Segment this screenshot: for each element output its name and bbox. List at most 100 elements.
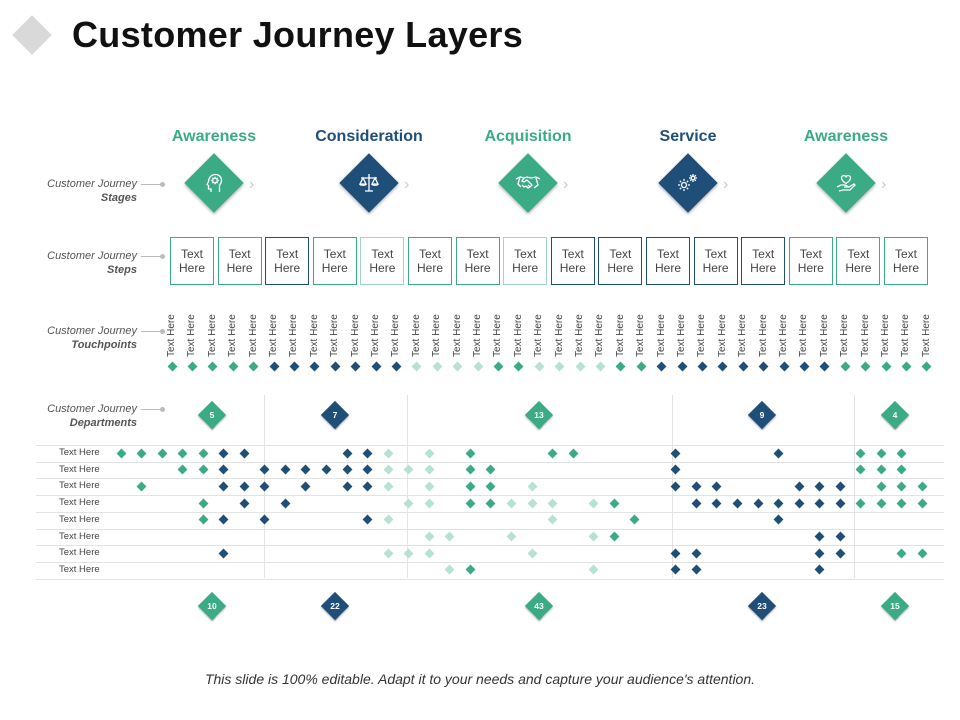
grid-row-line bbox=[36, 511, 944, 513]
touchpoint-label: Text Here bbox=[472, 314, 483, 357]
stage-diamond bbox=[339, 153, 399, 213]
department-marker bbox=[835, 498, 846, 509]
department-marker bbox=[424, 481, 435, 492]
department-marker bbox=[465, 448, 476, 458]
step-text-line1: Text bbox=[371, 247, 394, 261]
department-marker bbox=[568, 448, 579, 458]
department-marker bbox=[383, 548, 394, 559]
department-row-label: Text Here bbox=[59, 463, 100, 475]
touchpoint-label: Text Here bbox=[492, 314, 504, 357]
touchpoint-marker bbox=[167, 361, 177, 372]
row-label-stages: Customer Journey Stages bbox=[20, 177, 137, 205]
touchpoint-label: Text Here bbox=[268, 314, 279, 357]
touchpoint-marker bbox=[493, 361, 504, 372]
touchpoint-marker bbox=[350, 361, 361, 372]
department-marker bbox=[896, 464, 907, 475]
department-marker bbox=[506, 531, 517, 542]
grid-row-line bbox=[36, 478, 944, 480]
department-marker bbox=[300, 464, 311, 475]
stage-name: Consideration bbox=[315, 128, 423, 145]
touchpoint-marker bbox=[819, 361, 830, 372]
department-marker bbox=[691, 498, 702, 509]
touchpoint-marker bbox=[656, 361, 667, 372]
row-label-line1: Customer Journey bbox=[47, 178, 137, 190]
touchpoint-marker bbox=[921, 361, 932, 372]
department-marker bbox=[506, 498, 517, 509]
step-text-line1: Text bbox=[561, 247, 584, 261]
touchpoint-label: Text Here bbox=[757, 314, 769, 357]
touchpoint-label: Text Here bbox=[370, 314, 381, 357]
row-label-departments: Customer Journey Departments bbox=[20, 402, 137, 430]
count-value: 5 bbox=[209, 410, 215, 420]
department-marker bbox=[629, 514, 640, 525]
department-marker bbox=[896, 498, 907, 509]
department-marker bbox=[527, 548, 537, 559]
touchpoint-marker bbox=[432, 361, 443, 372]
grid-row-line bbox=[36, 445, 944, 446]
row-label-touchpoints: Customer Journey Touchpoints bbox=[20, 324, 137, 352]
step-text-line1: Text bbox=[847, 247, 870, 261]
chevron-right-icon: › bbox=[404, 176, 410, 193]
step-text-line1: Text bbox=[466, 247, 489, 261]
touchpoint-label: Text Here bbox=[329, 314, 341, 357]
count-value: 9 bbox=[759, 410, 765, 420]
touchpoint-label: Text Here bbox=[533, 314, 545, 357]
gears-icon bbox=[667, 162, 709, 204]
department-marker bbox=[424, 448, 435, 458]
stage-diamond bbox=[184, 153, 244, 213]
department-marker bbox=[362, 464, 373, 475]
chevron-right-icon: › bbox=[881, 176, 887, 193]
touchpoint-marker bbox=[207, 361, 218, 372]
grid-row-line bbox=[36, 578, 944, 580]
touchpoint-marker bbox=[473, 361, 483, 372]
department-marker bbox=[896, 481, 907, 492]
department-marker bbox=[177, 464, 188, 475]
touchpoint-label: Text Here bbox=[737, 314, 749, 357]
step-text-line2: Here bbox=[750, 261, 777, 275]
touchpoint-label: Text Here bbox=[818, 314, 830, 357]
step-text-line2: Here bbox=[797, 261, 824, 275]
department-marker bbox=[280, 464, 291, 475]
department-marker bbox=[588, 498, 599, 509]
touchpoint-label: Text Here bbox=[553, 314, 565, 357]
touchpoint-label: Text Here bbox=[920, 314, 932, 357]
connector-dot bbox=[141, 329, 165, 334]
row-label-line1: Customer Journey bbox=[47, 403, 137, 415]
count-badge: 4 bbox=[880, 400, 910, 430]
department-marker bbox=[444, 564, 455, 575]
stage-name: Acquisition bbox=[484, 128, 572, 145]
step-text-line1: Text bbox=[799, 247, 822, 261]
touchpoint-label: Text Here bbox=[635, 314, 647, 357]
count-badge: 15 bbox=[880, 591, 910, 621]
count-value: 10 bbox=[207, 601, 217, 611]
department-marker bbox=[321, 464, 332, 475]
department-row-label: Text Here bbox=[59, 447, 100, 458]
count-badge: 22 bbox=[320, 591, 350, 621]
department-marker bbox=[342, 448, 352, 458]
department-marker bbox=[239, 448, 250, 458]
department-marker bbox=[876, 498, 887, 509]
department-row-label: Text Here bbox=[59, 497, 100, 509]
department-marker bbox=[403, 498, 414, 509]
department-marker bbox=[814, 531, 825, 542]
department-marker bbox=[342, 464, 352, 475]
department-marker bbox=[239, 481, 250, 492]
department-marker bbox=[588, 564, 599, 575]
count-badge: 9 bbox=[747, 400, 777, 430]
touchpoint-marker bbox=[595, 361, 606, 372]
department-marker bbox=[835, 481, 846, 492]
touchpoint-marker bbox=[289, 361, 300, 372]
step-text-line1: Text bbox=[418, 247, 441, 261]
touchpoint-label: Text Here bbox=[431, 314, 443, 357]
